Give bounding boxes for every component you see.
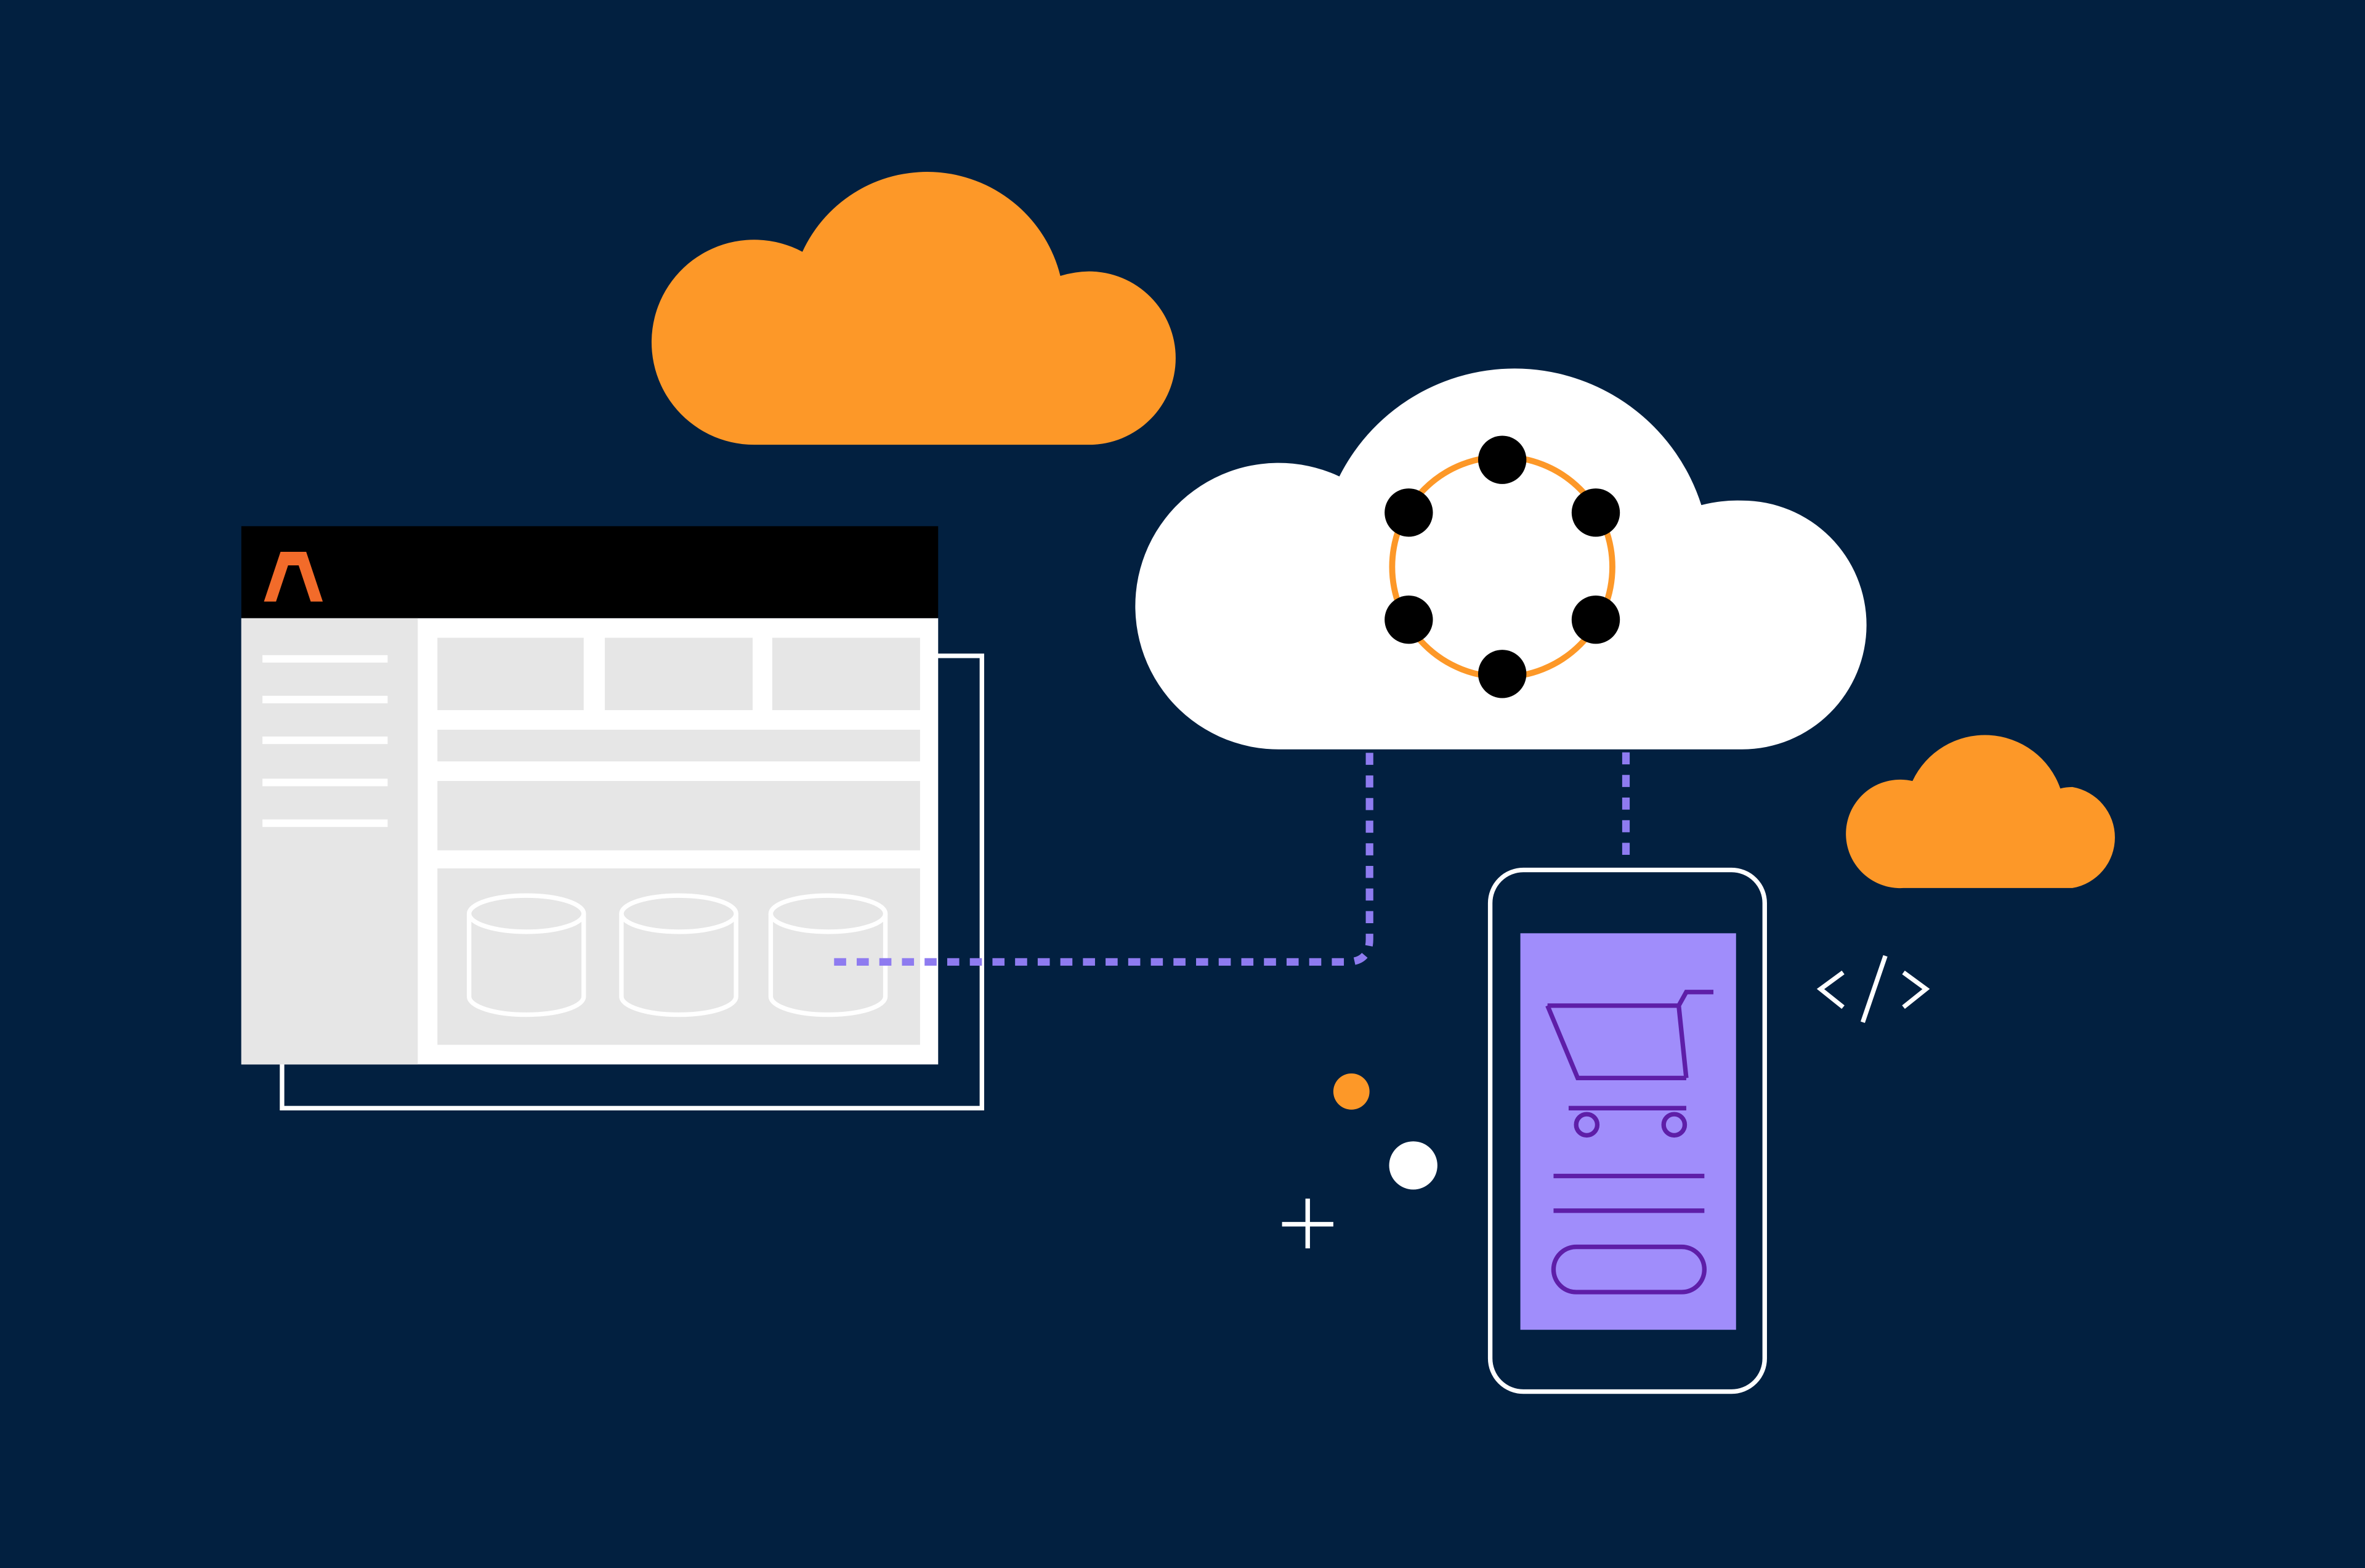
window-sidebar: [241, 618, 418, 1065]
content-tile: [772, 637, 920, 711]
white-cloud: [1135, 368, 1867, 750]
shopping-cart-icon: [1545, 990, 1714, 1138]
network-node: [1385, 595, 1433, 644]
database-icon: [466, 893, 586, 1017]
caret-logo-icon: [264, 551, 323, 602]
network-node: [1478, 650, 1527, 698]
content-tile: [605, 637, 753, 711]
phone: [1487, 867, 1767, 1394]
orange-cloud-large: [651, 172, 1176, 445]
content-bar: [437, 729, 920, 762]
white-dot: [1389, 1141, 1437, 1190]
content-tile: [437, 637, 584, 711]
database-icon: [619, 893, 738, 1017]
network-node: [1385, 488, 1433, 537]
network-ring-icon: [1385, 435, 1620, 698]
sidebar-lines: [262, 655, 388, 827]
window-title-bar: [241, 526, 939, 618]
phone-text-lines: [1553, 1173, 1705, 1213]
code-brackets-icon: [1816, 955, 1930, 1023]
phone-frame: [1487, 867, 1767, 1394]
orange-dot: [1333, 1073, 1370, 1110]
dotted-connector: [834, 752, 1630, 966]
content-block: [437, 781, 920, 851]
phone-button: [1551, 1244, 1707, 1295]
app-window: [241, 526, 984, 1111]
orange-cloud-small: [1846, 735, 2115, 889]
network-node: [1478, 435, 1527, 484]
network-node: [1571, 595, 1620, 644]
database-icon: [768, 893, 888, 1017]
network-node: [1571, 488, 1620, 537]
plus-icon: [1282, 1198, 1333, 1249]
